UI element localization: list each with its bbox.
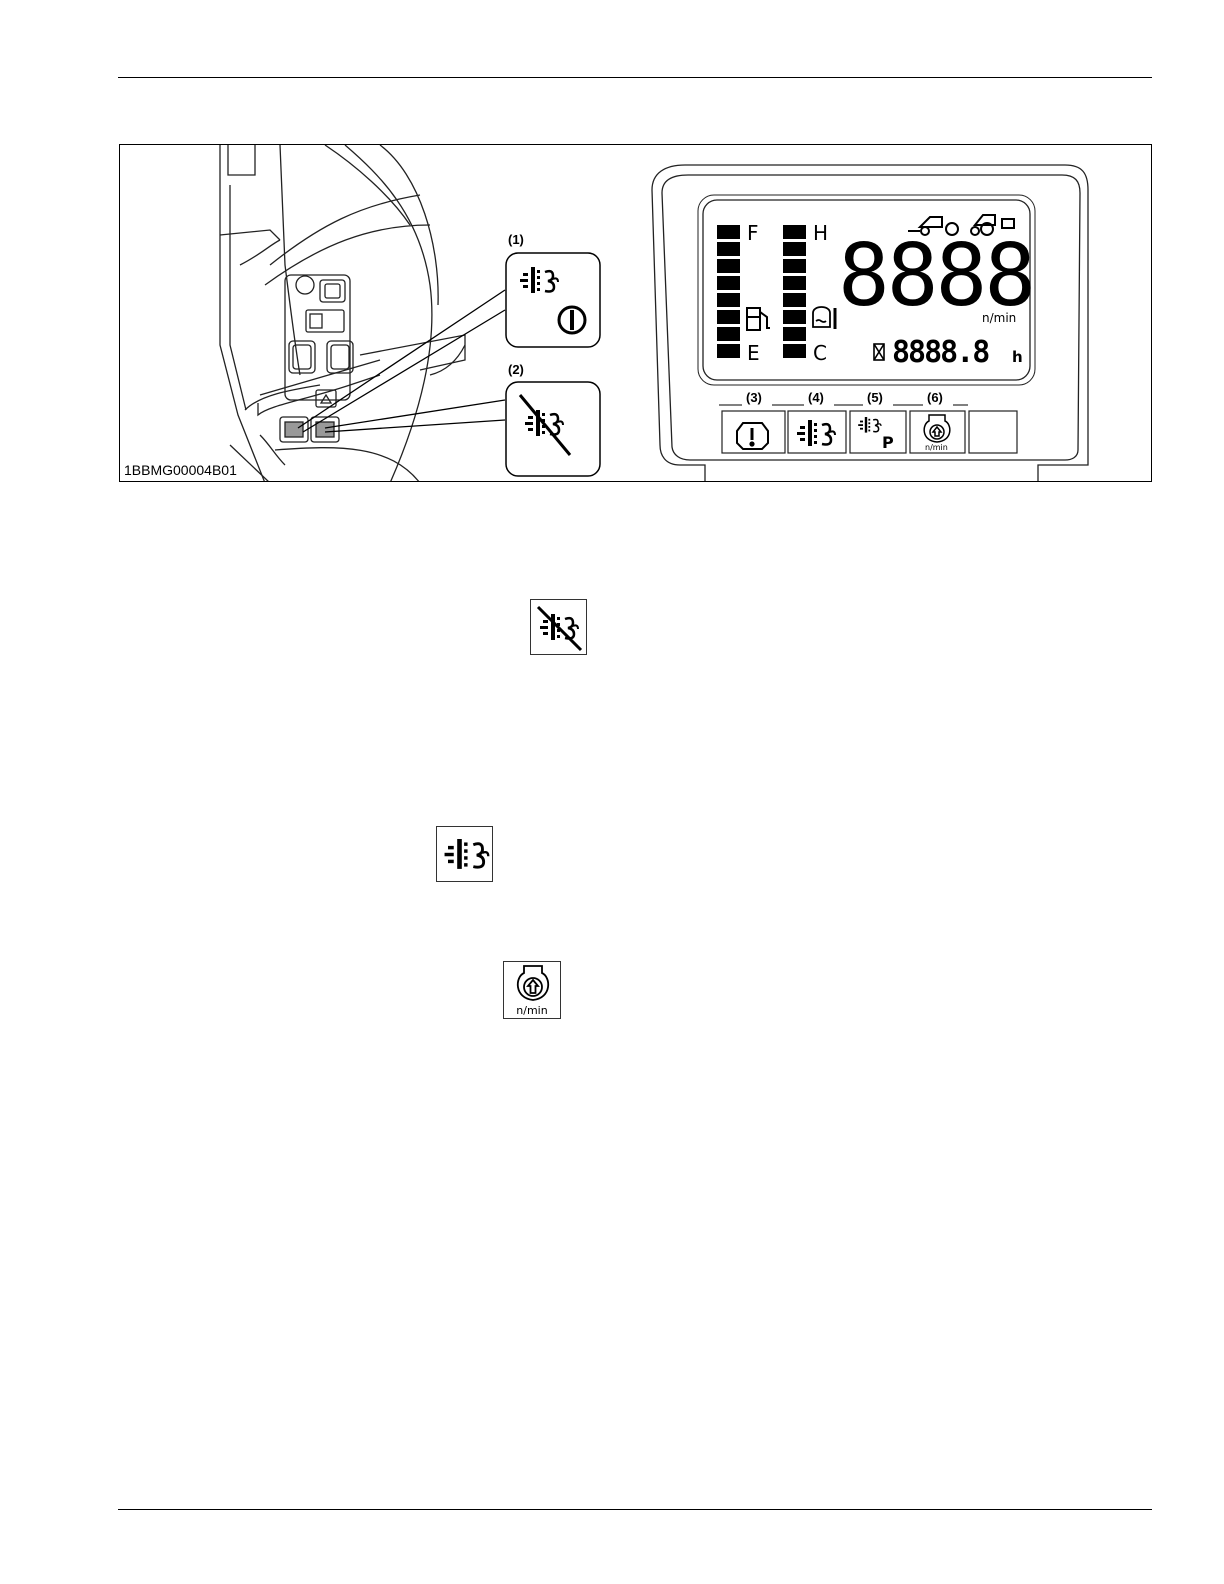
figure-id: 1BBMG00004B01 xyxy=(124,462,237,478)
callout-3-label: (3) xyxy=(746,390,762,405)
temp-gauge-bars xyxy=(783,225,806,358)
callout-2-label: (2) xyxy=(508,362,524,377)
engine-rpm-up-icon: n/min xyxy=(503,961,561,1019)
fuel-empty-label: E xyxy=(747,341,760,365)
leader-lines xyxy=(298,290,505,432)
callout-4-label: (4) xyxy=(808,390,824,405)
temp-cold-label: C xyxy=(813,341,827,365)
top-rule xyxy=(118,77,1152,78)
hour-unit: h xyxy=(1012,348,1023,366)
fuel-full-label: F xyxy=(747,221,759,245)
parked-regen-letter: P xyxy=(882,433,894,452)
hour-meter-readout: 8888.8 xyxy=(892,335,989,370)
temp-hot-label: H xyxy=(813,221,828,245)
hourglass-icon xyxy=(874,344,884,360)
instrument-panel: F E H C xyxy=(652,165,1088,482)
callout-5-label: (5) xyxy=(867,390,883,405)
dashboard-illustration: (1) (2) F xyxy=(120,145,1152,482)
dpf-regen-switch-icon xyxy=(506,253,600,347)
callout-1-label: (1) xyxy=(508,232,524,247)
bottom-rule xyxy=(118,1509,1152,1510)
dashboard-figure: (1) (2) F xyxy=(119,144,1152,482)
regeneration-inhibit-icon xyxy=(530,599,587,655)
coolant-temp-icon xyxy=(813,307,835,329)
dpf-icon xyxy=(436,826,493,882)
blank-tile xyxy=(969,411,1017,453)
callout-6-label: (6) xyxy=(927,390,943,405)
fuel-pump-icon xyxy=(747,308,770,330)
engine-rpm-up-unit: n/min xyxy=(504,1004,560,1017)
rpm-up-unit: n/min xyxy=(925,443,948,452)
parked-regen-tile xyxy=(850,411,906,453)
fuel-gauge-bars xyxy=(717,225,740,358)
rpm-unit: n/min xyxy=(982,311,1016,325)
